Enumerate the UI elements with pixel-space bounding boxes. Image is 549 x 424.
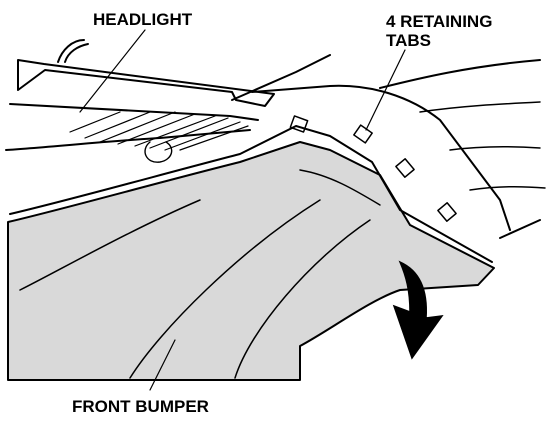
fender-edge: [499, 219, 541, 239]
retaining-tab-1: [289, 115, 309, 133]
headlight-inner-edge: [5, 129, 251, 151]
pull-direction-arrow: [392, 260, 444, 360]
bumper-crease-4: [299, 169, 381, 206]
label-retaining-tabs: 4 RETAINING TABS: [386, 12, 492, 50]
label-headlight: HEADLIGHT: [93, 10, 193, 29]
hood-edge: [231, 54, 331, 101]
headlight-hatching: [69, 111, 249, 151]
bumper-crease-2: [129, 199, 321, 379]
bumper-body: [7, 141, 495, 381]
fender-lower-curve-2: [469, 185, 546, 191]
fender-low-curve: [449, 145, 541, 151]
leader-bumper: [149, 339, 176, 391]
leader-headlight: [79, 29, 146, 113]
retaining-tab-2: [353, 124, 373, 144]
fender-upper-curve: [379, 59, 541, 89]
bumper-top-edge: [9, 125, 493, 263]
leader-tabs: [365, 49, 406, 131]
front-bumper: [7, 125, 495, 381]
fender-lines: [231, 54, 546, 239]
retaining-tab-3: [395, 158, 415, 178]
headlight-lens-edge: [9, 103, 259, 121]
fender-mid-curve: [419, 101, 541, 113]
headlight-stalk: [57, 39, 85, 63]
leader-lines: [79, 29, 406, 391]
headlight-assembly: [5, 39, 275, 163]
label-retaining-tabs-line2: TABS: [386, 31, 432, 50]
fender-top-line: [251, 84, 511, 231]
headlight-stalk-2: [64, 43, 89, 63]
retaining-tab-4: [437, 202, 457, 222]
headlight-bulb-socket: [144, 141, 173, 163]
label-retaining-tabs-line1: 4 RETAINING: [386, 12, 493, 31]
bumper-crease-1: [19, 199, 201, 291]
label-front-bumper: FRONT BUMPER: [72, 397, 209, 416]
bumper-crease-3: [234, 219, 371, 379]
